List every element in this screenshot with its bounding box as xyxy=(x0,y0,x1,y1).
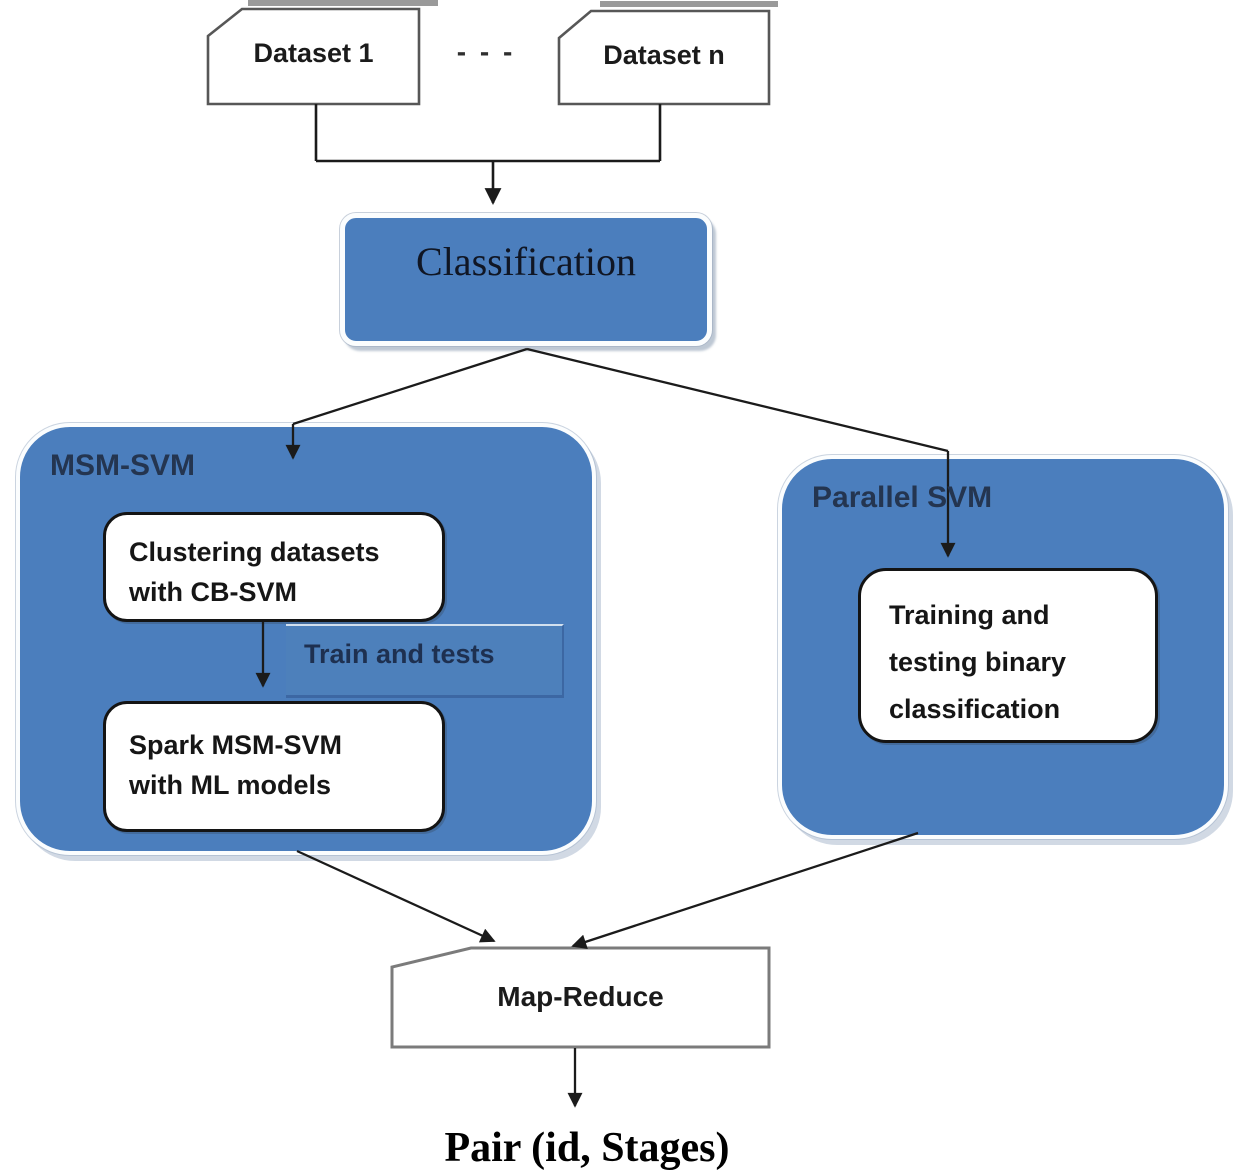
parallel-svm-group-label: Parallel SVM xyxy=(812,481,993,514)
spark-label-line2: with ML models xyxy=(129,770,332,800)
training-label-line2: testing binary xyxy=(889,647,1067,677)
arrow-msm-to-mapreduce xyxy=(296,849,496,943)
arrow-parallel-to-mapreduce xyxy=(571,831,919,950)
ellipsis-label: - - - xyxy=(456,36,516,67)
datasetn-label: Dataset n xyxy=(603,40,725,70)
output-pair-label: Pair (id, Stages) xyxy=(444,1125,730,1171)
train-and-tests-note: Train and tests xyxy=(286,624,564,698)
spark-label-line1: Spark MSM-SVM xyxy=(129,730,343,760)
clustering-label-line2: with CB-SVM xyxy=(129,577,297,607)
training-label-line1: Training and xyxy=(889,600,1050,630)
dataset1-top-shadow xyxy=(248,0,438,6)
clustering-label-line1: Clustering datasets xyxy=(129,537,380,567)
datasetn-top-shadow xyxy=(600,1,778,7)
training-node: Training and testing binary classificati… xyxy=(858,568,1158,743)
spark-node: Spark MSM-SVM with ML models xyxy=(103,701,445,832)
dataset1-label: Dataset 1 xyxy=(253,38,374,68)
mapreduce-label: Map-Reduce xyxy=(497,981,664,1012)
classification-node: Classification xyxy=(340,213,712,346)
connector-classification-left xyxy=(292,347,528,426)
classification-label: Classification xyxy=(416,239,636,284)
msm-svm-group-label: MSM-SVM xyxy=(50,449,195,482)
train-and-tests-label: Train and tests xyxy=(304,639,495,669)
training-label-line3: classification xyxy=(889,694,1061,724)
clustering-node: Clustering datasets with CB-SVM xyxy=(103,512,445,622)
connector-classification-right xyxy=(526,347,949,453)
